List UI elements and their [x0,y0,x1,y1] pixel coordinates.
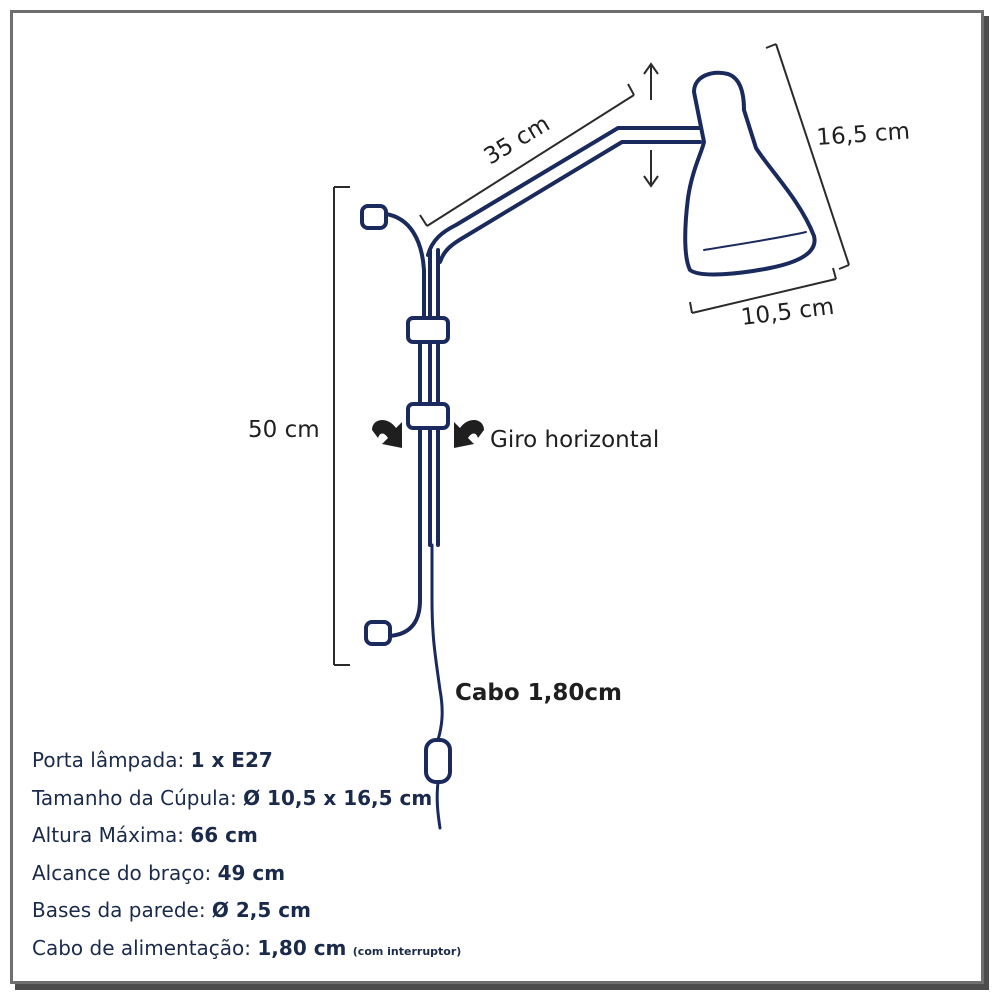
spec-label: Altura Máxima: [32,823,191,847]
lamp-shade [683,70,817,277]
spec-value: 1,80 cm [257,935,347,960]
spec-value: 1 x E27 [190,748,273,772]
arm-dimension-line [419,83,635,227]
rotation-label: Giro horizontal [490,427,659,453]
pole [428,248,440,547]
spec-label: Tamanho da Cúpula: [32,785,244,810]
spec-value: Ø 10,5 x 16,5 cm [243,785,433,810]
cable-label: Cabo 1,80cm [455,680,622,706]
bracket-bottom [388,338,422,638]
lamp-illustration [360,70,817,830]
spec-row-max-height: Altura Máxima: 66 cm [32,817,632,855]
pole-clamp-bottom [406,402,450,430]
spec-label: Bases da parede: [32,898,212,922]
frame-border [10,10,984,984]
tilt-arrow-icon [643,62,659,188]
bracket-top [384,212,426,322]
spec-label: Porta lâmpada: [32,748,191,772]
spec-row-bulb: Porta lâmpada: 1 x E27 [32,742,632,780]
arm-upper-edge [426,126,702,257]
shade-height-dimension-line [765,43,850,270]
rotation-arrow-right-icon [454,419,484,448]
cable [430,543,444,742]
spec-row-arm-reach: Alcance do braço: 49 cm [32,855,632,893]
arm-lower-edge [438,140,702,264]
wall-base-bottom [364,620,392,646]
spec-note: (com interruptor) [352,944,462,958]
cable-end [435,780,442,830]
spec-list: Porta lâmpada: 1 x E27 Tamanho da Cúpula… [32,742,632,967]
rotation-arrow-left-icon [372,419,402,448]
spec-row-shade-size: Tamanho da Cúpula: Ø 10,5 x 16,5 cm [32,780,632,818]
spec-value: Ø 2,5 cm [211,898,311,922]
pole-clamp-top [406,316,450,344]
spec-value: 66 cm [190,823,258,847]
spec-row-wall-bases: Bases da parede: Ø 2,5 cm [32,892,632,930]
spec-value: 49 cm [217,860,286,885]
shade-height-label: 16,5 cm [816,119,911,151]
wall-base-top [360,204,388,230]
arm-length-label: 35 cm [480,111,555,170]
spec-label: Cabo de alimentação: [32,935,258,960]
spec-row-power-cable: Cabo de alimentação: 1,80 cm (com interr… [32,930,632,968]
height-dimension-line [333,186,350,666]
height-label: 50 cm [248,417,320,443]
shade-diameter-dimension-line [689,267,837,314]
spec-label: Alcance do braço: [32,860,218,885]
shade-rim [703,231,807,251]
